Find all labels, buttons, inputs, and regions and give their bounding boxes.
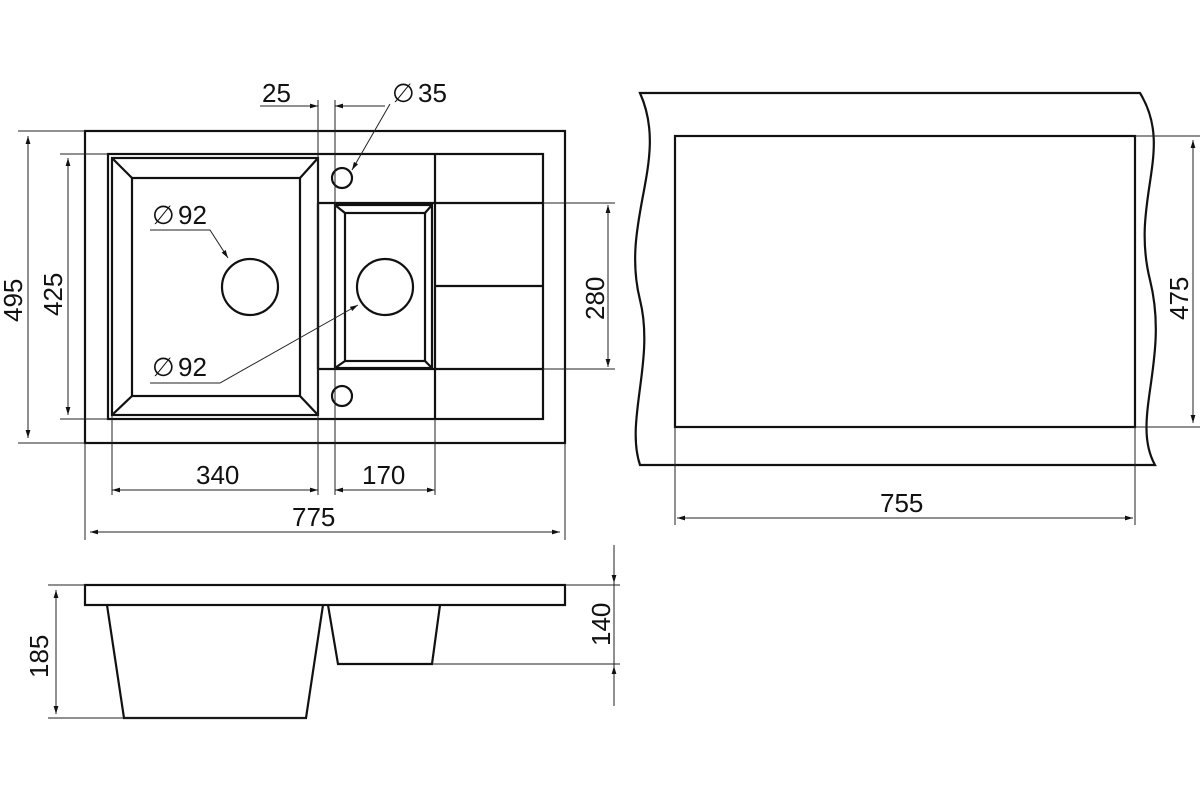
- dim-92-bottom: 92: [178, 352, 207, 382]
- side-view: [48, 545, 620, 720]
- dim-185: 185: [24, 635, 54, 678]
- dim-775: 775: [292, 502, 335, 532]
- dimension-lines: [18, 100, 615, 540]
- dim-92-top: 92: [178, 200, 207, 230]
- dim-755: 755: [880, 488, 923, 518]
- dim-340: 340: [196, 460, 239, 490]
- diameter-symbol: ∅: [152, 200, 175, 230]
- right-drain-hole: [355, 257, 415, 317]
- dim-170: 170: [362, 460, 405, 490]
- tap-hole: [330, 384, 354, 408]
- left-drain-hole: [220, 257, 280, 317]
- top-view: [83, 129, 567, 445]
- dim-475: 475: [1164, 277, 1194, 320]
- dim-140: 140: [586, 603, 616, 646]
- dim-35: 35: [418, 78, 447, 108]
- cutout-view: [634, 91, 1200, 525]
- dim-25: 25: [262, 78, 291, 108]
- tap-hole: [330, 166, 354, 190]
- diameter-symbol: ∅: [392, 78, 415, 108]
- diameter-symbol: ∅: [152, 352, 175, 382]
- dim-425: 425: [38, 273, 68, 316]
- dim-280: 280: [580, 277, 610, 320]
- dim-495: 495: [0, 279, 28, 322]
